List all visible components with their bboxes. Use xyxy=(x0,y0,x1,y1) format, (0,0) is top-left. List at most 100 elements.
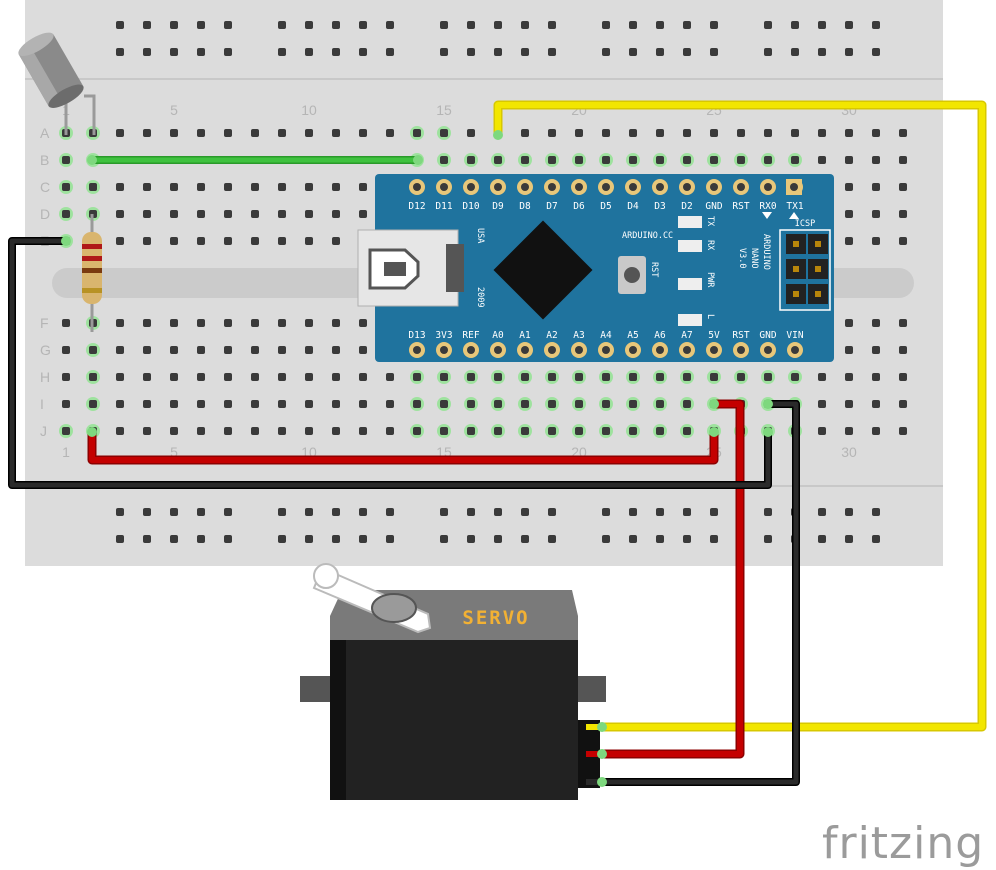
breadboard-hole[interactable] xyxy=(305,319,313,327)
breadboard-hole[interactable] xyxy=(170,183,178,191)
breadboard-hole[interactable] xyxy=(899,400,907,408)
breadboard-hole[interactable] xyxy=(845,183,853,191)
breadboard-hole[interactable] xyxy=(386,373,394,381)
breadboard-hole[interactable] xyxy=(197,129,205,137)
breadboard-hole[interactable] xyxy=(278,400,286,408)
breadboard-hole[interactable] xyxy=(656,400,664,408)
breadboard-hole[interactable] xyxy=(143,237,151,245)
breadboard-hole[interactable] xyxy=(305,183,313,191)
breadboard-hole[interactable] xyxy=(764,129,772,137)
breadboard-hole[interactable] xyxy=(899,427,907,435)
breadboard-hole[interactable] xyxy=(332,210,340,218)
breadboard-hole[interactable] xyxy=(872,156,880,164)
breadboard-hole[interactable] xyxy=(818,427,826,435)
breadboard-hole[interactable] xyxy=(737,156,745,164)
breadboard-hole[interactable] xyxy=(170,319,178,327)
breadboard-hole[interactable] xyxy=(359,319,367,327)
breadboard-hole[interactable] xyxy=(386,400,394,408)
breadboard-hole[interactable] xyxy=(143,346,151,354)
breadboard-hole[interactable] xyxy=(197,183,205,191)
breadboard-hole[interactable] xyxy=(467,129,475,137)
breadboard-hole[interactable] xyxy=(224,210,232,218)
breadboard-hole[interactable] xyxy=(62,183,70,191)
breadboard-hole[interactable] xyxy=(332,183,340,191)
breadboard-hole[interactable] xyxy=(872,319,880,327)
breadboard-hole[interactable] xyxy=(872,237,880,245)
breadboard-hole[interactable] xyxy=(683,156,691,164)
breadboard-hole[interactable] xyxy=(197,427,205,435)
breadboard-hole[interactable] xyxy=(278,373,286,381)
breadboard-hole[interactable] xyxy=(197,319,205,327)
breadboard-hole[interactable] xyxy=(845,346,853,354)
breadboard-hole[interactable] xyxy=(521,129,529,137)
breadboard-hole[interactable] xyxy=(170,346,178,354)
breadboard-hole[interactable] xyxy=(791,156,799,164)
breadboard-hole[interactable] xyxy=(89,373,97,381)
breadboard-hole[interactable] xyxy=(332,427,340,435)
breadboard-hole[interactable] xyxy=(683,373,691,381)
breadboard-hole[interactable] xyxy=(62,427,70,435)
breadboard-hole[interactable] xyxy=(818,129,826,137)
breadboard-hole[interactable] xyxy=(251,427,259,435)
usb-connector[interactable] xyxy=(357,229,464,307)
breadboard-hole[interactable] xyxy=(791,373,799,381)
breadboard-hole[interactable] xyxy=(764,373,772,381)
breadboard-hole[interactable] xyxy=(440,427,448,435)
breadboard-hole[interactable] xyxy=(494,156,502,164)
breadboard-hole[interactable] xyxy=(548,373,556,381)
breadboard-hole[interactable] xyxy=(89,183,97,191)
breadboard-hole[interactable] xyxy=(62,346,70,354)
breadboard-hole[interactable] xyxy=(764,156,772,164)
breadboard-hole[interactable] xyxy=(278,346,286,354)
breadboard-hole[interactable] xyxy=(548,427,556,435)
breadboard-hole[interactable] xyxy=(521,400,529,408)
breadboard-hole[interactable] xyxy=(359,400,367,408)
breadboard-hole[interactable] xyxy=(116,400,124,408)
breadboard-hole[interactable] xyxy=(143,129,151,137)
breadboard-hole[interactable] xyxy=(656,427,664,435)
breadboard-hole[interactable] xyxy=(359,346,367,354)
breadboard-hole[interactable] xyxy=(251,373,259,381)
breadboard-hole[interactable] xyxy=(872,346,880,354)
breadboard-hole[interactable] xyxy=(872,427,880,435)
breadboard-hole[interactable] xyxy=(602,427,610,435)
breadboard-hole[interactable] xyxy=(845,237,853,245)
breadboard-hole[interactable] xyxy=(116,319,124,327)
breadboard-hole[interactable] xyxy=(899,129,907,137)
breadboard-hole[interactable] xyxy=(899,210,907,218)
breadboard-hole[interactable] xyxy=(143,183,151,191)
breadboard-hole[interactable] xyxy=(791,129,799,137)
breadboard-hole[interactable] xyxy=(116,210,124,218)
breadboard-hole[interactable] xyxy=(62,156,70,164)
breadboard-hole[interactable] xyxy=(575,129,583,137)
breadboard-hole[interactable] xyxy=(467,427,475,435)
breadboard-hole[interactable] xyxy=(629,129,637,137)
breadboard-hole[interactable] xyxy=(494,427,502,435)
breadboard-hole[interactable] xyxy=(899,183,907,191)
breadboard-hole[interactable] xyxy=(116,427,124,435)
breadboard-hole[interactable] xyxy=(332,373,340,381)
breadboard-hole[interactable] xyxy=(386,129,394,137)
breadboard-hole[interactable] xyxy=(197,400,205,408)
breadboard-hole[interactable] xyxy=(143,319,151,327)
breadboard-hole[interactable] xyxy=(683,427,691,435)
breadboard-hole[interactable] xyxy=(440,400,448,408)
breadboard-hole[interactable] xyxy=(683,129,691,137)
breadboard-hole[interactable] xyxy=(251,183,259,191)
breadboard-hole[interactable] xyxy=(683,400,691,408)
breadboard-hole[interactable] xyxy=(656,373,664,381)
breadboard-hole[interactable] xyxy=(224,129,232,137)
breadboard-hole[interactable] xyxy=(413,129,421,137)
breadboard-hole[interactable] xyxy=(89,400,97,408)
breadboard-hole[interactable] xyxy=(62,210,70,218)
breadboard-hole[interactable] xyxy=(89,346,97,354)
breadboard-hole[interactable] xyxy=(62,373,70,381)
breadboard-hole[interactable] xyxy=(548,400,556,408)
breadboard-hole[interactable] xyxy=(116,129,124,137)
breadboard-hole[interactable] xyxy=(872,210,880,218)
breadboard-hole[interactable] xyxy=(224,237,232,245)
breadboard-hole[interactable] xyxy=(494,400,502,408)
breadboard-hole[interactable] xyxy=(143,427,151,435)
breadboard-hole[interactable] xyxy=(278,183,286,191)
